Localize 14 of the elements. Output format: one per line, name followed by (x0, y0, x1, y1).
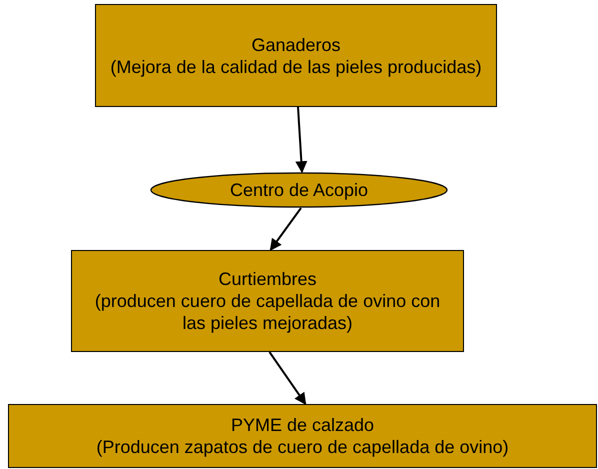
node-text: (producen cuero de capellada de ovino con las pieles mejoradas) (94, 290, 442, 334)
node-text: (Mejora de la calidad de las pieles producidas) (110, 56, 482, 78)
arrow (295, 106, 308, 174)
node-text: (Producen zapatos de cuero de capellada de ovino) (96, 436, 509, 458)
process-box (71, 250, 464, 352)
ellipse-node (150, 172, 448, 208)
process-box (95, 4, 497, 107)
node-heading: Curtiembres (218, 268, 317, 290)
node-heading: Ganaderos (251, 34, 341, 56)
node-heading: PYME de calzado (230, 414, 374, 436)
process-box (8, 404, 597, 468)
arrow (270, 207, 302, 251)
node-text: Centro de Acopio (230, 179, 368, 201)
arrow (268, 351, 306, 405)
